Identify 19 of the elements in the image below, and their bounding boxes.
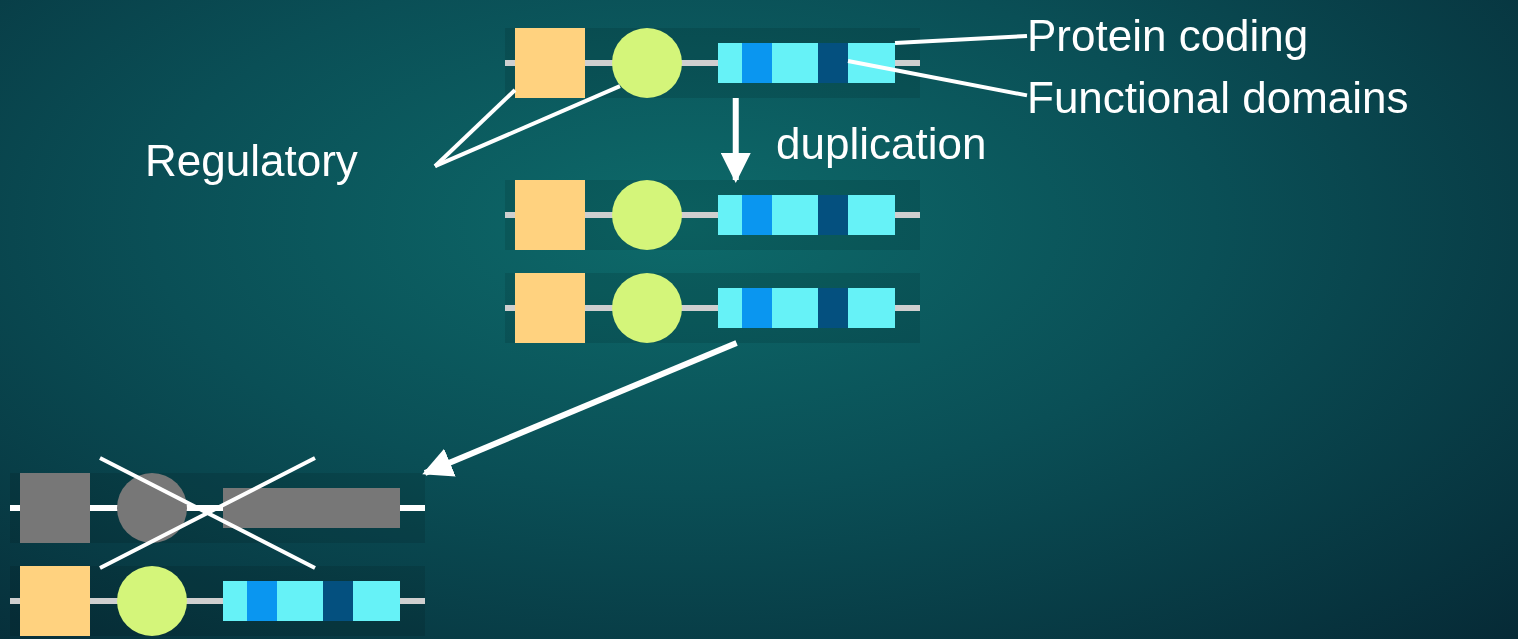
regulatory-square bbox=[515, 28, 585, 98]
callout-text: Protein coding bbox=[1027, 10, 1309, 62]
leader-line bbox=[894, 34, 1028, 45]
coding-bar bbox=[718, 43, 895, 83]
domain-block bbox=[818, 43, 848, 83]
callout-text: Functional domains bbox=[1027, 72, 1409, 124]
regulatory-circle bbox=[612, 28, 682, 98]
gene-drawing bbox=[10, 473, 425, 543]
gene-drawing bbox=[505, 273, 920, 343]
callout-text: Regulatory bbox=[145, 135, 435, 187]
edge-label: duplication bbox=[776, 118, 987, 170]
leader-line bbox=[434, 84, 621, 169]
gene-drawing bbox=[10, 566, 425, 636]
arrow bbox=[422, 340, 738, 477]
leader-line bbox=[433, 88, 517, 168]
leader-line bbox=[847, 59, 1028, 98]
arrow bbox=[720, 98, 751, 183]
gene-drawing bbox=[505, 180, 920, 250]
gene-drawing bbox=[505, 28, 920, 98]
